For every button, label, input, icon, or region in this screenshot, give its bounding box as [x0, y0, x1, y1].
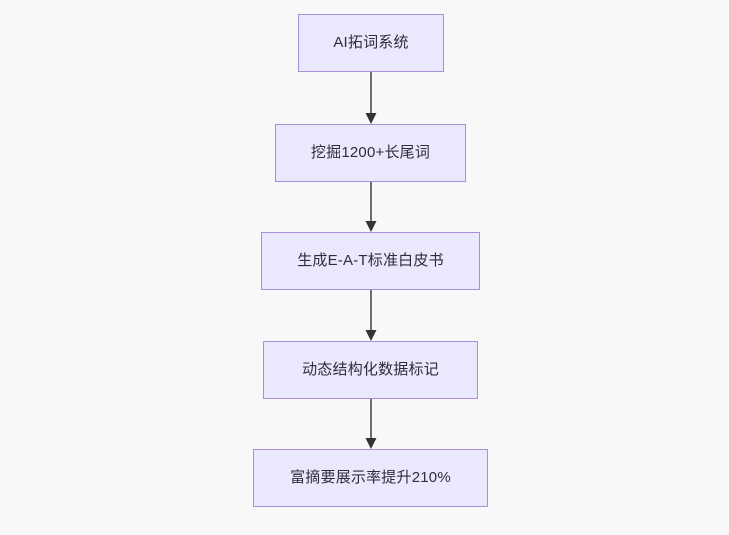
flowchart-node-n4[interactable]: 动态结构化数据标记	[263, 341, 478, 399]
flowchart-node-label: AI拓词系统	[333, 34, 409, 51]
flowchart-node-n1[interactable]: AI拓词系统	[298, 14, 444, 72]
flowchart-node-n3[interactable]: 生成E-A-T标准白皮书	[261, 232, 480, 290]
edge-n2-n3	[365, 182, 377, 232]
flowchart-node-n5[interactable]: 富摘要展示率提升210%	[253, 449, 488, 507]
edge-n4-n5	[365, 399, 377, 449]
flowchart-node-label: 挖掘1200+长尾词	[310, 144, 431, 161]
flowchart-node-label: 动态结构化数据标记	[302, 361, 439, 378]
edge-n1-n2	[365, 72, 377, 124]
flowchart-node-label: 富摘要展示率提升210%	[290, 469, 451, 486]
flowchart-node-n2[interactable]: 挖掘1200+长尾词	[275, 124, 466, 182]
edge-n3-n4	[365, 290, 377, 341]
flowchart-node-label: 生成E-A-T标准白皮书	[297, 252, 444, 269]
